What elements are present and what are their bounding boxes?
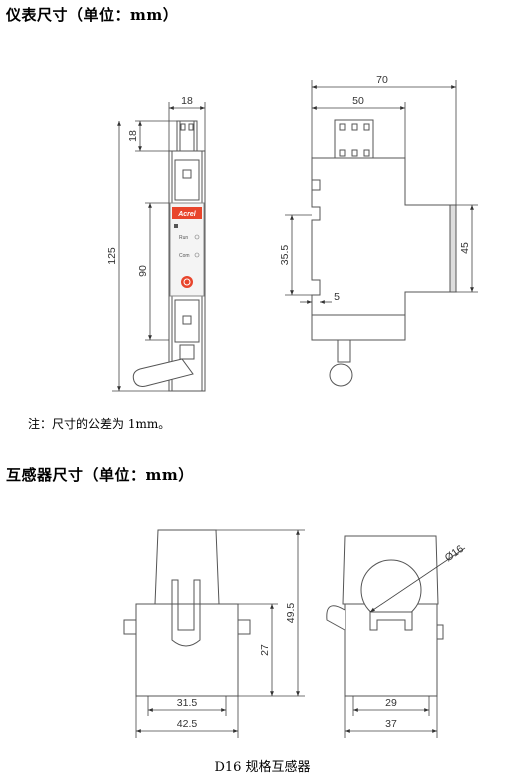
- led-run-label: Run: [179, 235, 188, 241]
- sensor-side-view: [326, 535, 444, 697]
- meter-width-dim: 18: [181, 95, 193, 107]
- sensor-outer-width-dim: 42.5: [177, 718, 198, 730]
- indicator-icon: [174, 224, 178, 228]
- meter-dimensions-heading: 仪表尺寸（单位：mm）: [6, 6, 179, 24]
- brand-label: Acrel: [177, 211, 197, 218]
- meter-body-dim: 90: [137, 265, 149, 277]
- brand-label-background: [172, 207, 202, 219]
- meter-top-dim: 18: [127, 130, 139, 142]
- logo-icon: [181, 276, 193, 288]
- antenna-icon: [132, 344, 195, 387]
- sensor-side-dimensions: [344, 547, 466, 738]
- sensor-front-dimensions: [135, 529, 305, 738]
- side-right-height-dim: 45: [459, 242, 471, 254]
- meter-side-dimensions: [285, 80, 478, 304]
- side-slot-dim: 5: [334, 291, 340, 303]
- tolerance-note: 注：尺寸的公差为 1mm。: [28, 417, 171, 431]
- logo-inner-icon: [183, 278, 191, 286]
- side-rail-height-dim: 35.5: [279, 245, 291, 266]
- sensor-height-dim: 49.5: [285, 603, 297, 624]
- sensor-inner-width-dim: 31.5: [177, 697, 198, 709]
- sensor-side-outer-width-dim: 37: [385, 718, 397, 730]
- sensor-caption: D16 规格互感器: [214, 760, 311, 775]
- com-led-icon: [194, 252, 200, 258]
- side-top-width-dim: 50: [352, 95, 364, 107]
- meter-height-dim: 125: [106, 247, 118, 265]
- sensor-side-inner-width-dim: 29: [385, 697, 397, 709]
- sensor-lower-height-dim: 27: [259, 644, 271, 656]
- led-com-label: Com: [179, 253, 190, 259]
- sensor-dimensions-heading: 互感器尺寸（单位：mm）: [6, 466, 194, 484]
- side-total-width-dim: 70: [376, 74, 388, 86]
- meter-front-dimensions: [112, 102, 206, 392]
- run-led-icon: [194, 234, 200, 240]
- meter-side-view: [311, 119, 457, 387]
- sensor-diameter-dim: Ø16: [443, 543, 466, 564]
- sensor-front-view: [123, 529, 251, 697]
